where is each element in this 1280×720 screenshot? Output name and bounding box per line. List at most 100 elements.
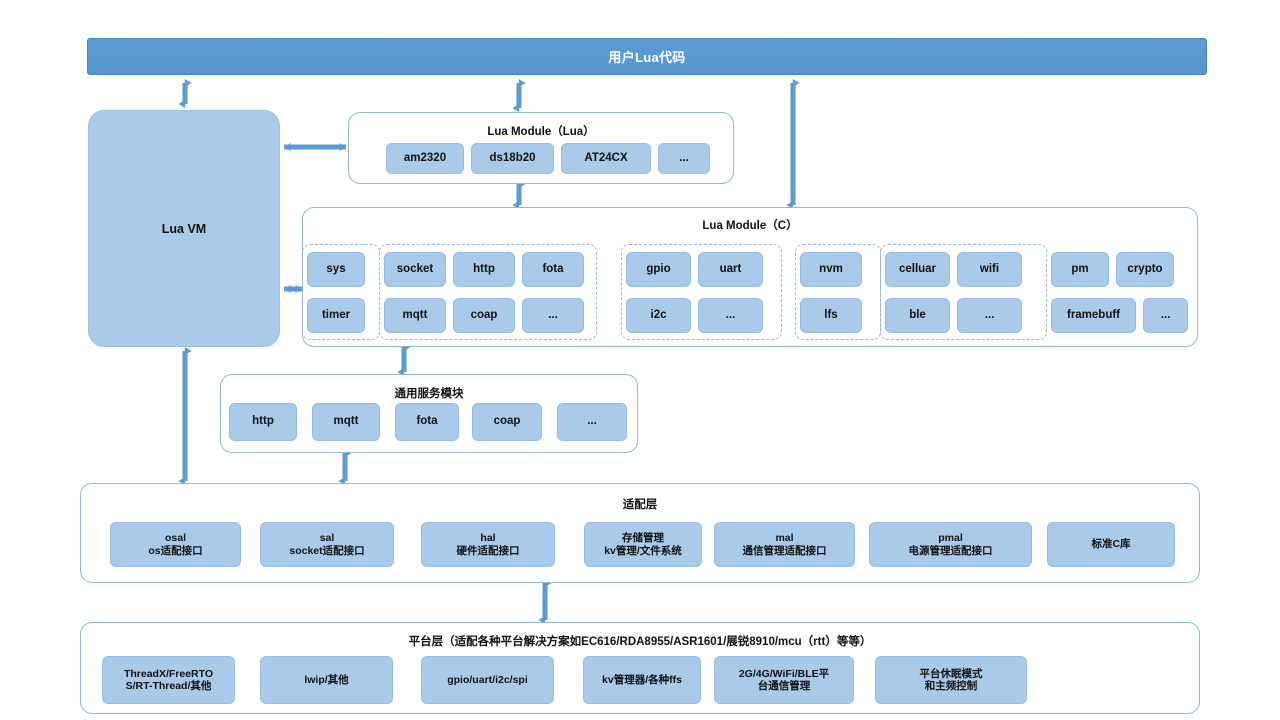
- lua-module-c-item-more-1-1[interactable]: ...: [522, 298, 584, 333]
- adaptation-item-4-line-1: 存储管理: [622, 532, 664, 545]
- lua-module-lua-item-am2320[interactable]: am2320: [386, 143, 464, 174]
- lua-module-c-item-more-2-1-label: ...: [725, 308, 736, 321]
- platform-item-2[interactable]: lwip/其他: [260, 656, 393, 704]
- lua-module-c-item-uart[interactable]: uart: [698, 252, 763, 287]
- user-lua-code-label: 用户Lua代码: [608, 50, 686, 65]
- platform-layer-title: 平台层（适配各种平台解决方案如EC616/RDA8955/ASR1601/展锐8…: [408, 636, 872, 648]
- adaptation-item-6-line-2: 电源管理适配接口: [908, 544, 993, 557]
- lua-module-c-item-coap[interactable]: coap: [453, 298, 515, 333]
- lua-module-c-item-framebuff-label: framebuff: [1066, 308, 1121, 321]
- lua-module-lua-item-AT24CX-label: AT24CX: [584, 151, 628, 164]
- lua-module-c-item-framebuff[interactable]: framebuff: [1051, 298, 1136, 333]
- adaptation-item-7[interactable]: 标准C库: [1047, 522, 1175, 567]
- platform-item-6-line-2: 和主频控制: [924, 680, 978, 692]
- platform-item-6-line-1: 平台休眠模式: [919, 667, 983, 680]
- lua-module-c-item-fota[interactable]: fota: [522, 252, 584, 287]
- lua-module-c-item-crypto[interactable]: crypto: [1116, 252, 1174, 287]
- lua-module-c-item-i2c[interactable]: i2c: [626, 298, 691, 333]
- platform-item-1-line-1: ThreadX/FreeRTO: [123, 667, 214, 680]
- adaptation-item-4-line-2: kv管理/文件系统: [604, 544, 682, 557]
- adaptation-item-3-line-1: hal: [480, 532, 496, 545]
- user-lua-code-bar: 用户Lua代码: [87, 38, 1207, 75]
- lua-module-c-item-pm-label: pm: [1071, 262, 1089, 275]
- adaptation-item-1-line-2: os适配接口: [148, 544, 203, 557]
- lua-module-lua-title: Lua Module（Lua）: [487, 126, 595, 138]
- lua-module-c-item-gpio[interactable]: gpio: [626, 252, 691, 287]
- common-service-item-coap[interactable]: coap: [472, 403, 542, 441]
- platform-item-5-line-2: 台通信管理: [757, 680, 811, 692]
- platform-item-4-line-1: kv管理器/各种ffs: [602, 673, 682, 686]
- common-service-item-fota[interactable]: fota: [395, 403, 459, 441]
- lua-module-lua-item-moremoremore-label: ...: [679, 151, 689, 164]
- common-service-item-fota-label: fota: [416, 415, 438, 428]
- lua-module-c-group-3-outline: [621, 244, 782, 340]
- platform-item-3-line-1: gpio/uart/i2c/spi: [447, 673, 528, 686]
- lua-module-lua-item-AT24CX[interactable]: AT24CX: [561, 143, 651, 174]
- common-service-item-mqtt[interactable]: mqtt: [312, 403, 380, 441]
- platform-item-5[interactable]: 2G/4G/WiFi/BLE平台通信管理: [714, 656, 854, 704]
- common-service-item-more[interactable]: ...: [557, 403, 627, 441]
- common-service-item-mqtt-label: mqtt: [333, 415, 359, 428]
- lua-module-c-item-lfs-label: lfs: [824, 308, 838, 321]
- lua-module-c-item-nvm[interactable]: nvm: [800, 252, 862, 287]
- adaptation-item-2-line-2: socket适配接口: [289, 544, 365, 557]
- lua-module-c-item-celluar[interactable]: celluar: [885, 252, 950, 287]
- adaptation-item-2-line-1: sal: [319, 532, 335, 545]
- platform-item-6[interactable]: 平台休眠模式和主频控制: [875, 656, 1027, 704]
- lua-module-c-item-gpio-label: gpio: [646, 262, 671, 275]
- platform-item-5-line-1: 2G/4G/WiFi/BLE平: [738, 667, 830, 680]
- platform-item-1-line-2: S/RT-Thread/其他: [125, 680, 212, 692]
- lua-module-c-item-timer[interactable]: timer: [307, 298, 365, 333]
- lua-module-c-item-celluar-label: celluar: [898, 262, 937, 275]
- lua-module-c-title: Lua Module（C）: [702, 220, 798, 232]
- platform-item-4[interactable]: kv管理器/各种ffs: [583, 656, 701, 704]
- lua-module-c-item-socket[interactable]: socket: [384, 252, 446, 287]
- lua-module-c-item-more-4-1[interactable]: ...: [957, 298, 1022, 333]
- lua-module-c-item-lfs[interactable]: lfs: [800, 298, 862, 333]
- lua-module-c-item-crypto-label: crypto: [1127, 262, 1163, 275]
- lua-module-c-item-more-4-1-label: ...: [984, 308, 995, 321]
- platform-item-2-line-1: lwip/其他: [304, 673, 349, 686]
- lua-module-c-item-wifi[interactable]: wifi: [957, 252, 1022, 287]
- lua-module-c-item-sys-label: sys: [326, 262, 346, 275]
- lua-module-lua-item-ds18b20-label: ds18b20: [489, 151, 536, 164]
- lua-vm-box: Lua VM: [88, 110, 280, 347]
- lua-module-c-item-socket-label: socket: [396, 262, 434, 275]
- common-service-item-http[interactable]: http: [229, 403, 297, 441]
- lua-module-lua-item-am2320-label: am2320: [403, 151, 447, 164]
- common-service-item-http-label: http: [252, 415, 274, 428]
- lua-module-c-item-more-5-1[interactable]: ...: [1143, 298, 1188, 333]
- lua-module-lua-container: Lua Module（Lua） am2320 ds18b20 AT24CX...: [348, 112, 734, 184]
- platform-item-3[interactable]: gpio/uart/i2c/spi: [421, 656, 554, 704]
- adaptation-item-3-line-2: 硬件适配接口: [456, 544, 520, 557]
- lua-module-c-item-wifi-label: wifi: [979, 262, 1000, 275]
- lua-module-c-item-mqtt-label: mqtt: [402, 308, 428, 321]
- lua-module-c-item-nvm-label: nvm: [819, 262, 843, 275]
- lua-module-c-item-mqtt[interactable]: mqtt: [384, 298, 446, 333]
- lua-module-c-item-i2c-label: i2c: [650, 308, 667, 321]
- lua-module-c-item-more-5-1-label: ...: [1160, 308, 1171, 321]
- lua-module-c-item-timer-label: timer: [321, 308, 351, 321]
- adaptation-item-7-line-1: 标准C库: [1091, 538, 1131, 551]
- lua-module-c-item-ble[interactable]: ble: [885, 298, 950, 333]
- adaptation-item-6-line-1: pmal: [938, 532, 963, 545]
- common-service-item-coap-label: coap: [493, 415, 521, 428]
- lua-module-c-item-sys[interactable]: sys: [307, 252, 365, 287]
- lua-module-c-item-http[interactable]: http: [453, 252, 515, 287]
- lua-module-lua-item-moremoremore[interactable]: ...: [658, 143, 710, 174]
- lua-module-c-item-pm[interactable]: pm: [1051, 252, 1109, 287]
- lua-module-c-item-coap-label: coap: [470, 308, 498, 321]
- lua-module-lua-item-ds18b20[interactable]: ds18b20: [471, 143, 554, 174]
- lua-module-c-item-more-2-1[interactable]: ...: [698, 298, 763, 333]
